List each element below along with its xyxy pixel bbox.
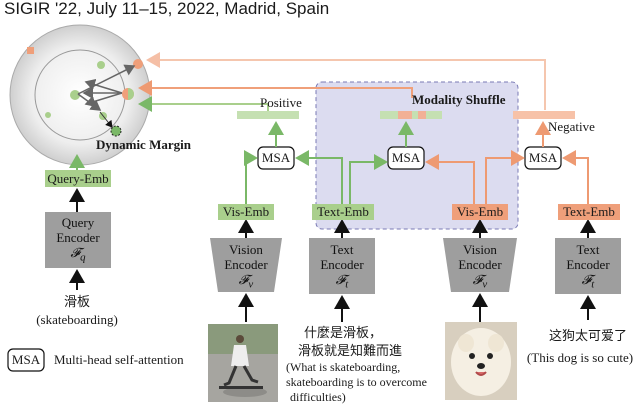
feedback-arrow-shuffle	[138, 80, 413, 98]
msa-label-1: MSA	[261, 150, 291, 165]
text2-cn: 这狗太可爱了	[548, 328, 627, 343]
text2-en: (This dog is so cute)	[526, 350, 634, 365]
dog-photo	[445, 322, 517, 400]
text-encoder-2	[555, 238, 621, 294]
query-emb-bar	[45, 170, 111, 187]
vis-emb-label-2: Vis-Emb	[456, 204, 504, 219]
vision-encoder-2-label: Vision Encoder 𝓕v	[458, 242, 502, 291]
vis-emb-label-1: Vis-Emb	[222, 204, 270, 219]
text-emb-bar-2	[558, 204, 620, 220]
query-input-en: (skateboarding)	[36, 312, 118, 327]
msa-legend-text: Multi-head self-attention	[54, 352, 184, 367]
negative-label: Negative	[548, 119, 595, 134]
text-emb-label-1: Text-Emb	[317, 204, 369, 219]
embedding-space	[9, 24, 151, 166]
positive-emb-bar	[237, 111, 299, 119]
dynamic-margin-marker	[110, 125, 122, 137]
text1-en-line3: difficulties)	[290, 390, 346, 404]
text1-cn-line2: 滑板就是知難而進	[298, 343, 403, 358]
text-encoder-2-label: Text Encoder 𝓕t	[566, 242, 610, 291]
text1-en-line2: skateboarding is to overcome	[286, 375, 427, 389]
text1-en-line1: (What is skateboarding,	[286, 360, 401, 374]
point-orange-square	[27, 47, 34, 54]
text-encoder-1-label: Text Encoder 𝓕t	[320, 242, 364, 291]
skateboard-photo	[208, 324, 278, 402]
msa-legend-label: MSA	[11, 352, 41, 367]
feedback-arrow-positive	[138, 96, 269, 112]
point-green-small-left	[45, 112, 51, 118]
text-emb-bar-1	[312, 204, 374, 220]
msa-label-3: MSA	[528, 150, 558, 165]
vision-encoder-2	[443, 238, 517, 292]
query-input-cn: 滑板	[63, 294, 90, 309]
msa-legend-box	[7, 348, 45, 372]
negative-emb-bar	[513, 111, 575, 119]
dynamic-margin-label: Dynamic Margin	[96, 137, 191, 152]
point-green	[70, 90, 80, 100]
page-header: SIGIR '22, July 11–15, 2022, Madrid, Spa…	[4, 0, 330, 18]
feedback-arrow-negative	[146, 52, 546, 110]
query-encoder-box	[45, 212, 111, 268]
text1-cn-line1: 什麼是滑板，	[304, 325, 383, 340]
vis-emb-bar-1	[218, 204, 274, 220]
query-encoder-label: Query Encoder 𝓕q	[56, 215, 100, 264]
modality-shuffle-label: Modality Shuffle	[412, 92, 506, 107]
point-green-top	[97, 61, 105, 69]
vision-encoder-1	[210, 238, 282, 292]
vision-encoder-1-label: Vision Encoder 𝓕v	[224, 242, 268, 291]
text-emb-label-2: Text-Emb	[563, 204, 615, 219]
positive-label: Positive	[260, 95, 302, 110]
point-orange	[133, 59, 143, 69]
vis-emb-bar-2	[452, 204, 508, 220]
msa-label-2: MSA	[391, 150, 421, 165]
query-emb-label: Query-Emb	[47, 171, 109, 186]
text-encoder-1	[309, 238, 375, 294]
